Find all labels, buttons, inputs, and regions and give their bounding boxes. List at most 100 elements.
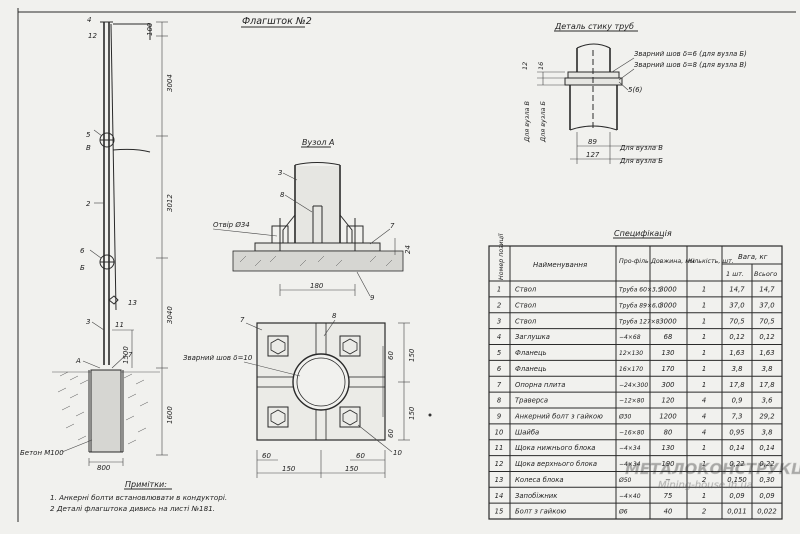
callout-6: 6 (80, 247, 85, 255)
spec-cell-w1: 14,7 (729, 286, 745, 294)
spec-cell-qty: 2 (702, 508, 706, 516)
spec-cell-n: 4 (497, 333, 501, 341)
plan-dim-60-left: 60 (262, 452, 271, 460)
spec-cell-name: Запобіжник (515, 492, 558, 500)
spec-cell-profile: Ø30 (618, 413, 632, 420)
spec-cell-qty: 1 (702, 444, 706, 452)
base-plate (254, 242, 381, 252)
spec-cell-qty: 1 (702, 333, 706, 341)
spec-cell-wall: 0,022 (757, 508, 776, 516)
spec-cell-qty: 1 (702, 381, 706, 389)
spec-cell-w1: 3,8 (732, 365, 743, 373)
pipe-dim-12: 12 (521, 62, 529, 70)
spec-cell-n: 2 (497, 301, 501, 309)
hdr-profile: Про-філь (619, 257, 649, 265)
spec-cell-n: 3 (497, 317, 501, 325)
spec-cell-wall: 0,30 (759, 476, 774, 484)
hdr-weight-total: Всього (754, 270, 777, 278)
dim-24: 24 (404, 245, 412, 254)
spec-cell-qty: 2 (702, 476, 706, 484)
spec-cell-wall: 37,0 (759, 301, 774, 309)
dim-3004: 3004 (166, 74, 174, 92)
spec-cell-name: Ствол (515, 301, 537, 309)
notes-title: Примітки: (125, 480, 167, 489)
spec-cell-profile: −4×34 (619, 445, 641, 452)
pipe-vert-label-v: Для вузла В (523, 100, 531, 143)
watermark-line-1: МЕТАЛОКОНСТРУКЦІЇ (625, 459, 800, 478)
spec-cell-w1: 0,011 (727, 508, 746, 516)
spec-cell-length: 300 (662, 381, 675, 389)
spec-cell-n: 1 (497, 286, 501, 294)
spec-cell-profile: 16×170 (619, 366, 643, 373)
spec-cell-w1: 0,150 (727, 476, 746, 484)
spec-cell-wall: 3,8 (762, 365, 773, 373)
spec-cell-n: 14 (495, 492, 504, 500)
spec-cell-profile: −24×300 (619, 382, 648, 389)
callout-4: 4 (87, 16, 91, 24)
concrete-foundation (90, 369, 122, 453)
weld-10-label: Зварний шов δ=10 (183, 354, 253, 362)
plan-dim-60-top: 60 (387, 351, 395, 360)
spec-cell-profile: −4×34 (619, 461, 641, 468)
watermark-line-2: Mining-house.in.ua (658, 480, 753, 491)
spec-cell-length: 190 (662, 460, 675, 468)
pipe-joint-title: Деталь стику труб (554, 22, 634, 31)
spec-cell-qty: 1 (702, 492, 706, 500)
spec-cell-profile: Ø6 (618, 509, 628, 516)
pipe-dim-127: 127 (586, 151, 600, 159)
plan-washer-tl (267, 335, 289, 357)
spec-cell-profile: −12×80 (619, 398, 645, 405)
spec-cell-length: 1200 (659, 412, 676, 420)
callout-b: Б (80, 264, 85, 272)
note-2: 2 Деталі флагштока дивись на листі №181. (50, 504, 215, 513)
spec-cell-qty: 4 (702, 397, 706, 405)
spec-cell-w1: 1,63 (729, 349, 744, 357)
hdr-weight: Вага, кг (738, 253, 768, 261)
plan-washer-bl (267, 406, 289, 428)
notes-block: Примітки: 1. Анкерні болти встановлювати… (50, 480, 227, 513)
plan-dim-60-right: 60 (356, 452, 365, 460)
spec-cell-profile: Труба 127×8 (619, 318, 660, 325)
dim-3012: 3012 (166, 194, 174, 212)
hdr-name: Найменування (533, 261, 587, 269)
spec-cell-qty: 1 (702, 460, 706, 468)
callout-5-6: 5(6) (628, 86, 643, 94)
plan-callout-10: 10 (393, 449, 402, 457)
callout-a: А (75, 357, 81, 365)
weld-v-label: Зварний шов δ=8 (для вузла В) (634, 61, 747, 69)
spec-cell-w1: 0,09 (729, 492, 744, 500)
spec-cell-w1: 7,3 (732, 412, 743, 420)
spec-cell-wall: 0,14 (759, 444, 774, 452)
specification-table: Специфікація Номер позиції Найменування … (488, 229, 783, 520)
node-a-callout-3: 3 (278, 169, 282, 177)
plan-dim-150-bottom: 150 (408, 406, 416, 420)
concrete-slab (232, 250, 404, 272)
spec-cell-length: 40 (664, 508, 673, 516)
spec-cell-profile: Труба 60×3,5 (619, 287, 662, 294)
spec-cell-name: Фланець (515, 365, 547, 373)
pipe-vert-label-b: Для вузла Б (539, 100, 547, 143)
spec-cell-n: 12 (495, 460, 504, 468)
spec-cell-qty: 1 (702, 365, 706, 373)
spec-cell-name: Анкерний болт з гайкою (514, 412, 603, 420)
spec-cell-profile: 12×130 (619, 350, 643, 357)
callout-12: 12 (88, 32, 97, 40)
spec-cell-w1: 17,8 (729, 381, 745, 389)
spec-cell-length: 130 (662, 349, 675, 357)
dim-3040: 3040 (166, 306, 174, 324)
spec-cell-name: Болт з гайкою (515, 508, 566, 516)
hdr-num: Номер позиції (497, 232, 505, 280)
spec-cell-wall: 70,5 (759, 317, 774, 325)
spec-cell-w1: 0,95 (729, 428, 744, 436)
weld-b-label: Зварний шов δ=6 (для вузла Б) (634, 50, 747, 58)
base-plan-view: 150 150 60 60 60 60 150 150 Зварний шов … (183, 312, 416, 478)
spec-cell-w1: 37,0 (729, 301, 744, 309)
plan-dim-150-top: 150 (408, 348, 416, 362)
plan-dim-150-left: 150 (282, 465, 296, 473)
spec-cell-name: Опорна плита (515, 381, 565, 389)
node-a-callout-9: 9 (370, 294, 375, 302)
callout-3: 3 (86, 318, 90, 326)
dim-800: 800 (97, 464, 111, 472)
spec-cell-n: 6 (497, 365, 502, 373)
spec-cell-w1: 0,9 (732, 397, 743, 405)
